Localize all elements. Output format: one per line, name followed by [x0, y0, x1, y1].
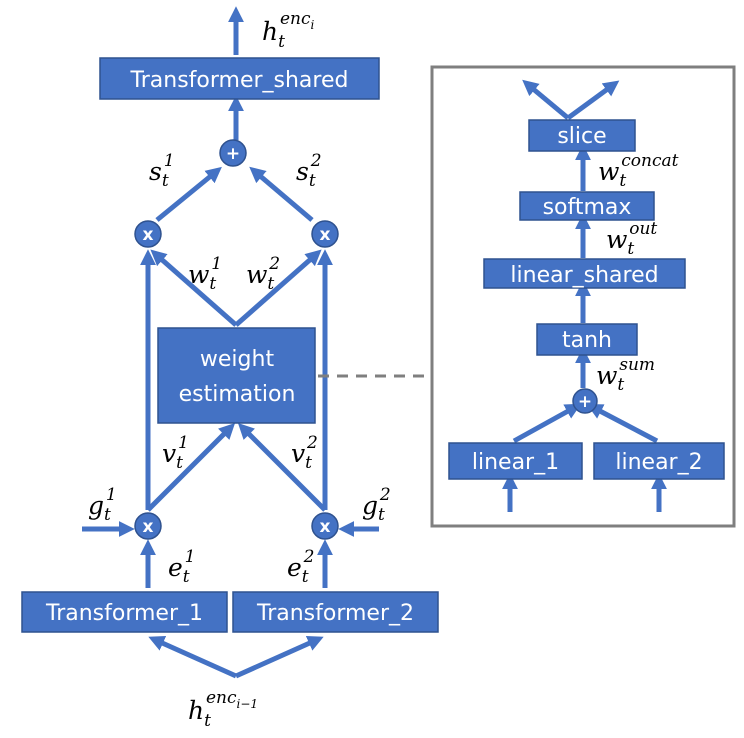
label-s1: st1 [149, 151, 175, 191]
softmax-label: softmax [543, 195, 632, 220]
linear-1-label: linear_1 [472, 450, 559, 475]
add-node-panel: + [572, 388, 598, 414]
transformer-shared-block: Transformer_shared [99, 57, 380, 100]
transformer-1-label: Transformer_1 [45, 601, 203, 626]
label-s2: st2 [296, 151, 322, 191]
arrow-v2 [237, 422, 327, 512]
label-w-concat: wtconcat [598, 151, 679, 191]
transformer-shared-label: Transformer_shared [130, 68, 349, 93]
arrow-slice-out-left [522, 79, 570, 120]
label-v2: vt2 [291, 433, 318, 473]
label-g1: gt1 [88, 485, 117, 525]
softmax-block: softmax [519, 191, 655, 221]
multiply-symbol: x [320, 517, 331, 537]
linear-shared-block: linear_shared [483, 258, 686, 289]
multiply-node-top-left: x [134, 220, 162, 248]
arrow-slice-out-right [566, 80, 620, 121]
slice-label: slice [557, 124, 606, 149]
multiply-symbol: x [143, 517, 154, 537]
add-symbol: + [226, 144, 240, 164]
transformer-1-block: Transformer_1 [21, 591, 228, 633]
tanh-label: tanh [562, 328, 612, 353]
label-w1: wt1 [188, 254, 222, 294]
arrow-s1 [155, 166, 222, 222]
multiply-node-bottom-right: x [311, 512, 339, 540]
panel-connections [501, 79, 668, 512]
transformer-2-block: Transformer_2 [232, 591, 439, 633]
linear-1-block: linear_1 [448, 442, 583, 480]
linear-shared-label: linear_shared [510, 263, 658, 288]
slice-block: slice [528, 119, 636, 152]
arrow-input-to-t1 [148, 636, 238, 679]
label-h-enc-i-minus-1: htenci−1 [188, 688, 258, 731]
tanh-block: tanh [536, 323, 638, 356]
multiply-node-top-right: x [311, 220, 339, 248]
label-g2: gt2 [362, 485, 391, 525]
weight-estimation-block: weight estimation [157, 327, 316, 424]
weight-estimation-detail-panel [430, 65, 736, 528]
arrow-w1 [150, 249, 238, 327]
arrow-s2 [249, 166, 314, 222]
multiply-symbol: x [320, 225, 331, 245]
add-node-top: + [219, 139, 247, 167]
linear-2-label: linear_2 [615, 450, 702, 475]
weight-estimation-label-line2: estimation [179, 382, 296, 407]
arrow-linear2-to-add [586, 404, 659, 444]
weight-estimation-label-line1: weight [200, 347, 275, 372]
label-w-sum: wtsum [596, 355, 655, 395]
arrow-input-to-t2 [234, 636, 324, 679]
label-e2: et2 [287, 547, 314, 587]
label-h-enc-i: htenci [262, 9, 314, 52]
multiply-symbol: x [143, 225, 154, 245]
arrow-linear1-to-add [512, 403, 582, 444]
label-e1: et1 [168, 547, 195, 587]
arrow-v1 [146, 422, 236, 512]
label-v1: vt1 [162, 433, 189, 473]
left-connections [82, 6, 379, 679]
transformer-2-label: Transformer_2 [256, 601, 414, 626]
arrow-w2 [234, 249, 322, 327]
label-w-out: wtout [606, 219, 657, 259]
multiply-node-bottom-left: x [134, 512, 162, 540]
label-w2: wt2 [246, 254, 280, 294]
add-symbol: + [578, 392, 592, 412]
linear-2-block: linear_2 [593, 442, 725, 480]
